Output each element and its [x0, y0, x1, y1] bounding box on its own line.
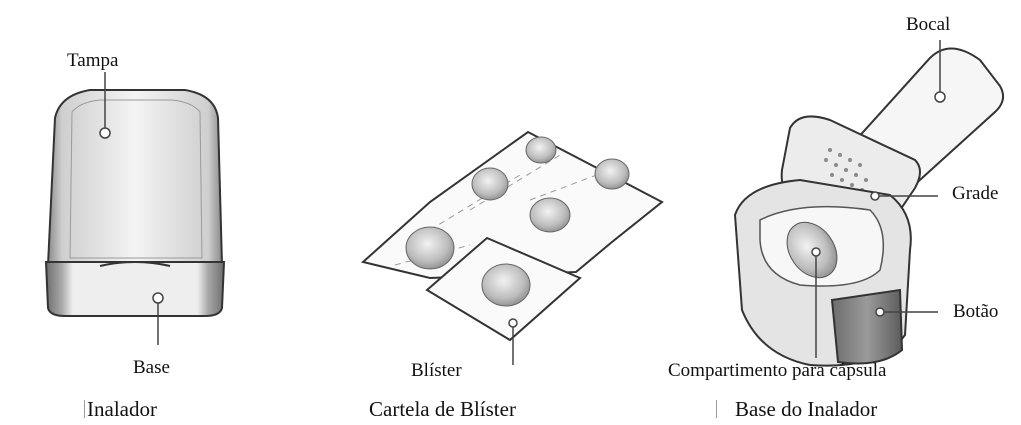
label-botao: Botão [953, 301, 999, 322]
label-tampa: Tampa [67, 50, 119, 71]
button-shape [830, 288, 904, 365]
label-bocal: Bocal [906, 14, 951, 35]
inhaler-cap-shape [46, 89, 224, 266]
open-inhaler [733, 40, 1005, 367]
closed-inhaler [44, 72, 226, 345]
label-grade: Grade [952, 183, 999, 204]
label-compartimento: Compartimento para cápsula [668, 360, 887, 381]
grade-marker [870, 191, 880, 201]
compartimento-marker [811, 247, 821, 257]
caption-divider [716, 400, 717, 418]
bocal-marker [934, 91, 946, 103]
caption-divider [84, 400, 85, 418]
blister-card [360, 130, 664, 365]
inhaler-base-shape [44, 261, 226, 317]
caption-cartela: Cartela de Blíster [369, 397, 516, 421]
tampa-marker [99, 127, 111, 139]
blister-pockets [405, 136, 630, 307]
label-blister: Blíster [411, 360, 462, 381]
botao-marker [875, 307, 885, 317]
caption-base-inalador: Base do Inalador [735, 397, 878, 421]
caption-inalador: Inalador [87, 397, 157, 421]
label-base: Base [133, 357, 170, 378]
blister-marker [508, 318, 518, 328]
base-marker [152, 292, 164, 304]
